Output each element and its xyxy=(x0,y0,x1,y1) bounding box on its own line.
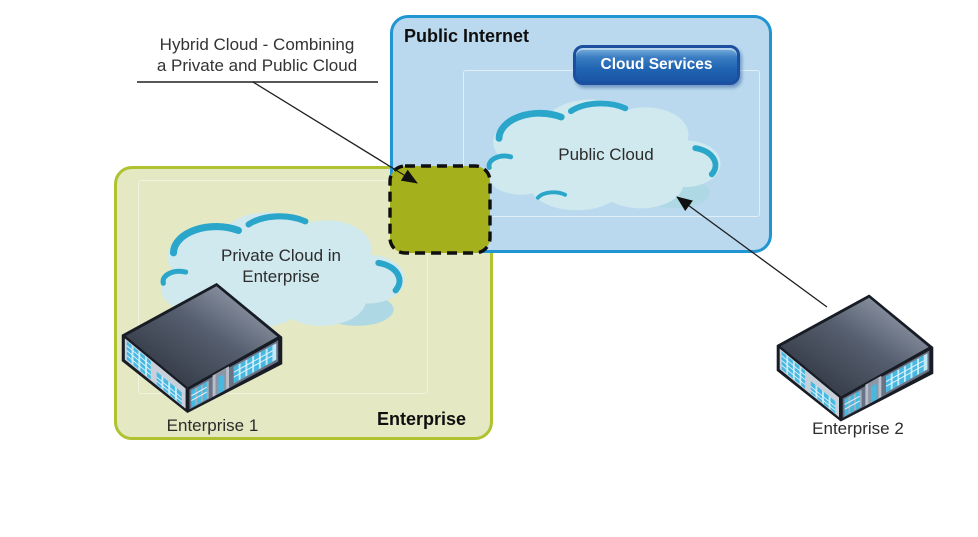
enterprise1-label: Enterprise 1 xyxy=(166,416,259,435)
private-cloud-label: Private Cloud in Enterprise xyxy=(206,245,356,287)
enterprise2-building-icon xyxy=(772,294,938,422)
enterprise1-building-icon xyxy=(120,282,284,414)
public-cloud-label: Public Cloud xyxy=(558,145,654,164)
hybrid-overlap-region xyxy=(388,164,492,255)
hybrid-cloud-annotation-line2: a Private and Public Cloud xyxy=(156,56,358,75)
cloud-services-button[interactable]: Cloud Services xyxy=(573,45,740,85)
private-cloud-label-line1: Private Cloud in xyxy=(220,246,341,265)
enterprise-title: Enterprise xyxy=(377,409,467,429)
enterprise2-label: Enterprise 2 xyxy=(812,419,904,438)
hybrid-cloud-annotation-line1: Hybrid Cloud - Combining xyxy=(159,35,355,54)
hybrid-cloud-annotation: Hybrid Cloud - Combining a Private and P… xyxy=(128,34,386,76)
private-cloud-label-line2: Enterprise xyxy=(242,267,320,286)
annotation-underline xyxy=(137,81,378,83)
public-internet-title: Public Internet xyxy=(404,26,530,46)
